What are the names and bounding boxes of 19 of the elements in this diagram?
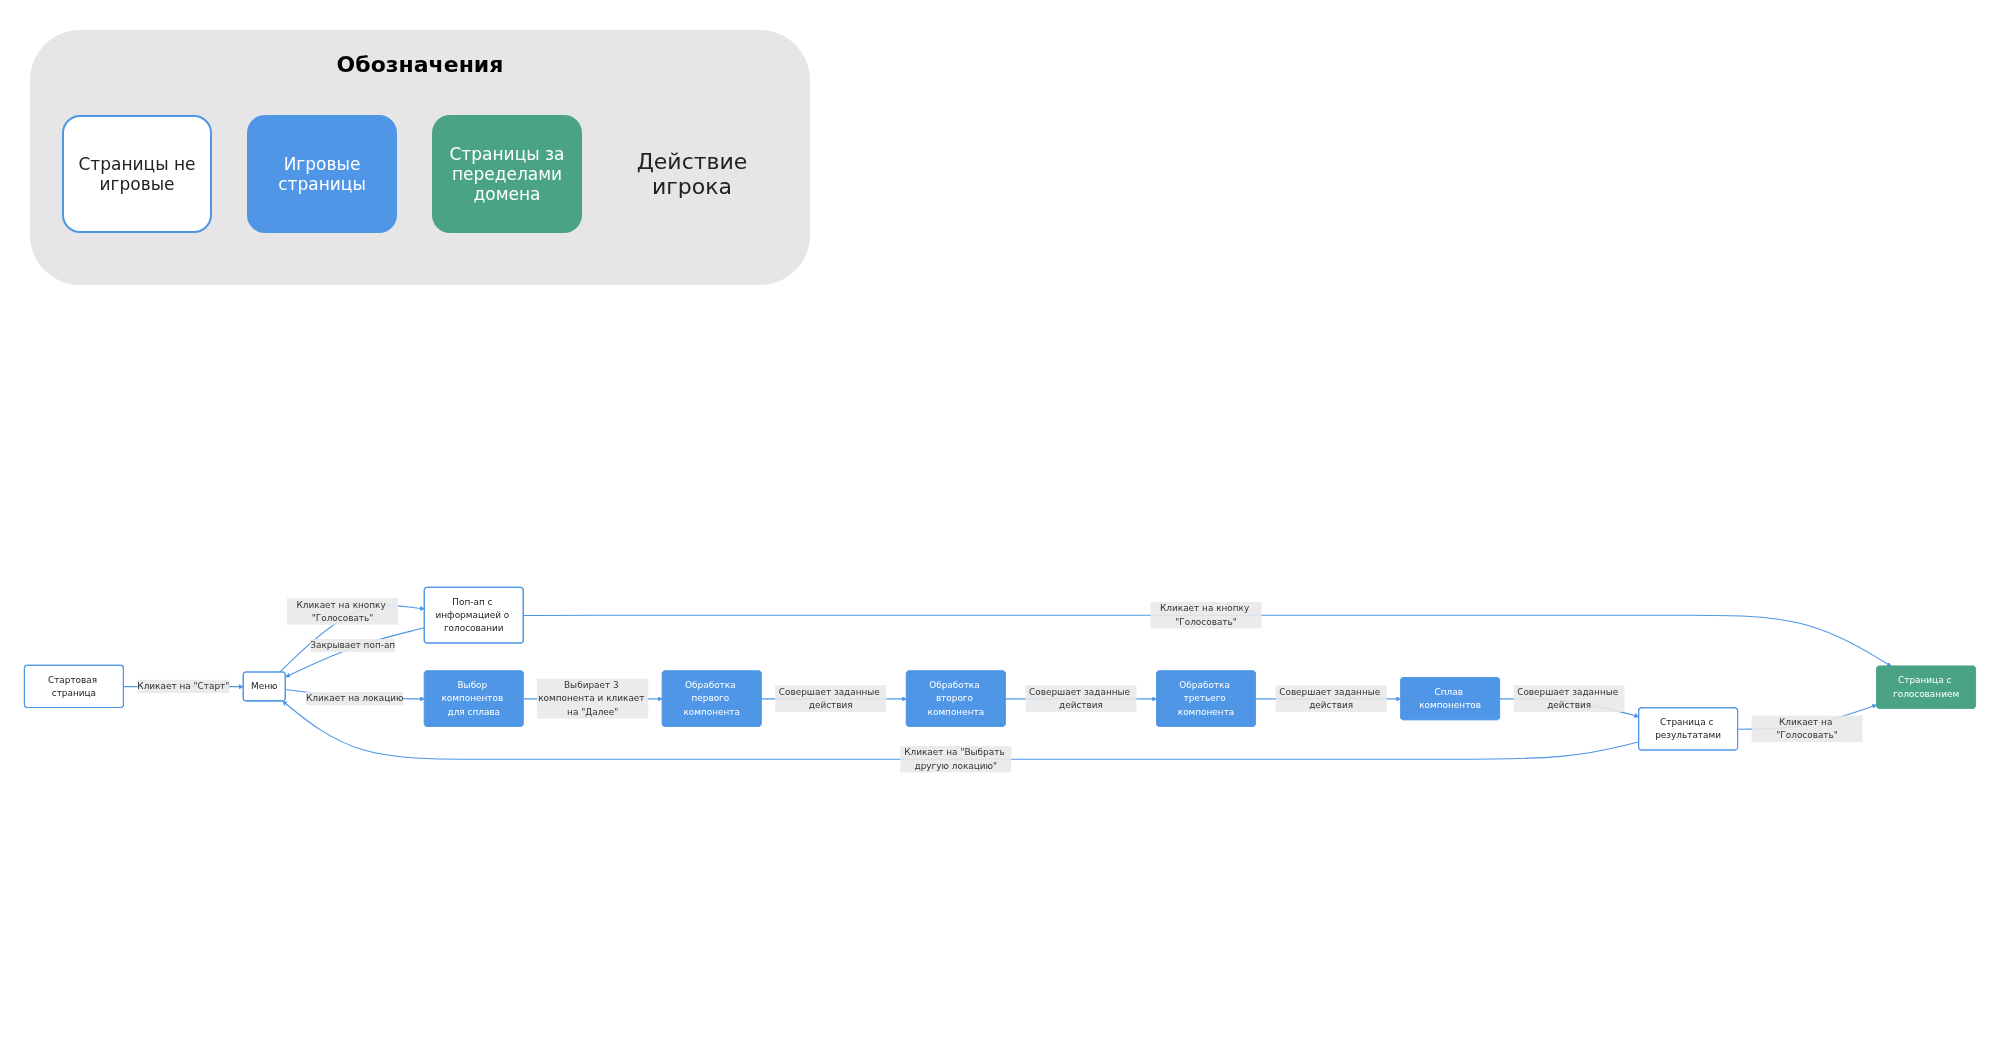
edge-label: Выбирает 3 компонента и кликает на "Далее": [538, 679, 645, 717]
arrow: [523, 614, 1892, 667]
legend-text: Игровые страницы: [277, 154, 367, 194]
edge-label: Совершает заданные действия: [1029, 686, 1131, 711]
edge-label: Совершает заданные действия: [1279, 686, 1381, 711]
edge-label: Кликает на локацию: [306, 693, 404, 704]
edge-label: Совершает заданные действия: [778, 686, 880, 711]
edge-label: Закрывает поп-ап: [310, 640, 396, 651]
edge-label: Кликает на "Голосовать": [1776, 716, 1838, 741]
edge-label: Кликает на кнопку "Голосовать": [296, 599, 386, 624]
edge-label: Кликает на "Старт": [137, 680, 230, 692]
arrow: [279, 605, 425, 673]
legend-text: Действие игрока: [635, 149, 749, 199]
edge-label: Кликает на кнопку "Голосовать": [1159, 602, 1250, 627]
legend-text: Страницы за переделами домена: [448, 144, 566, 204]
edge-label: Кликает на "Выбрать другую локацию": [904, 747, 1005, 771]
edge-label: Совершает заданные действия: [1517, 686, 1619, 711]
legend-title: Обозначения: [335, 52, 505, 77]
legend-text: Страницы не игровые: [77, 154, 197, 194]
